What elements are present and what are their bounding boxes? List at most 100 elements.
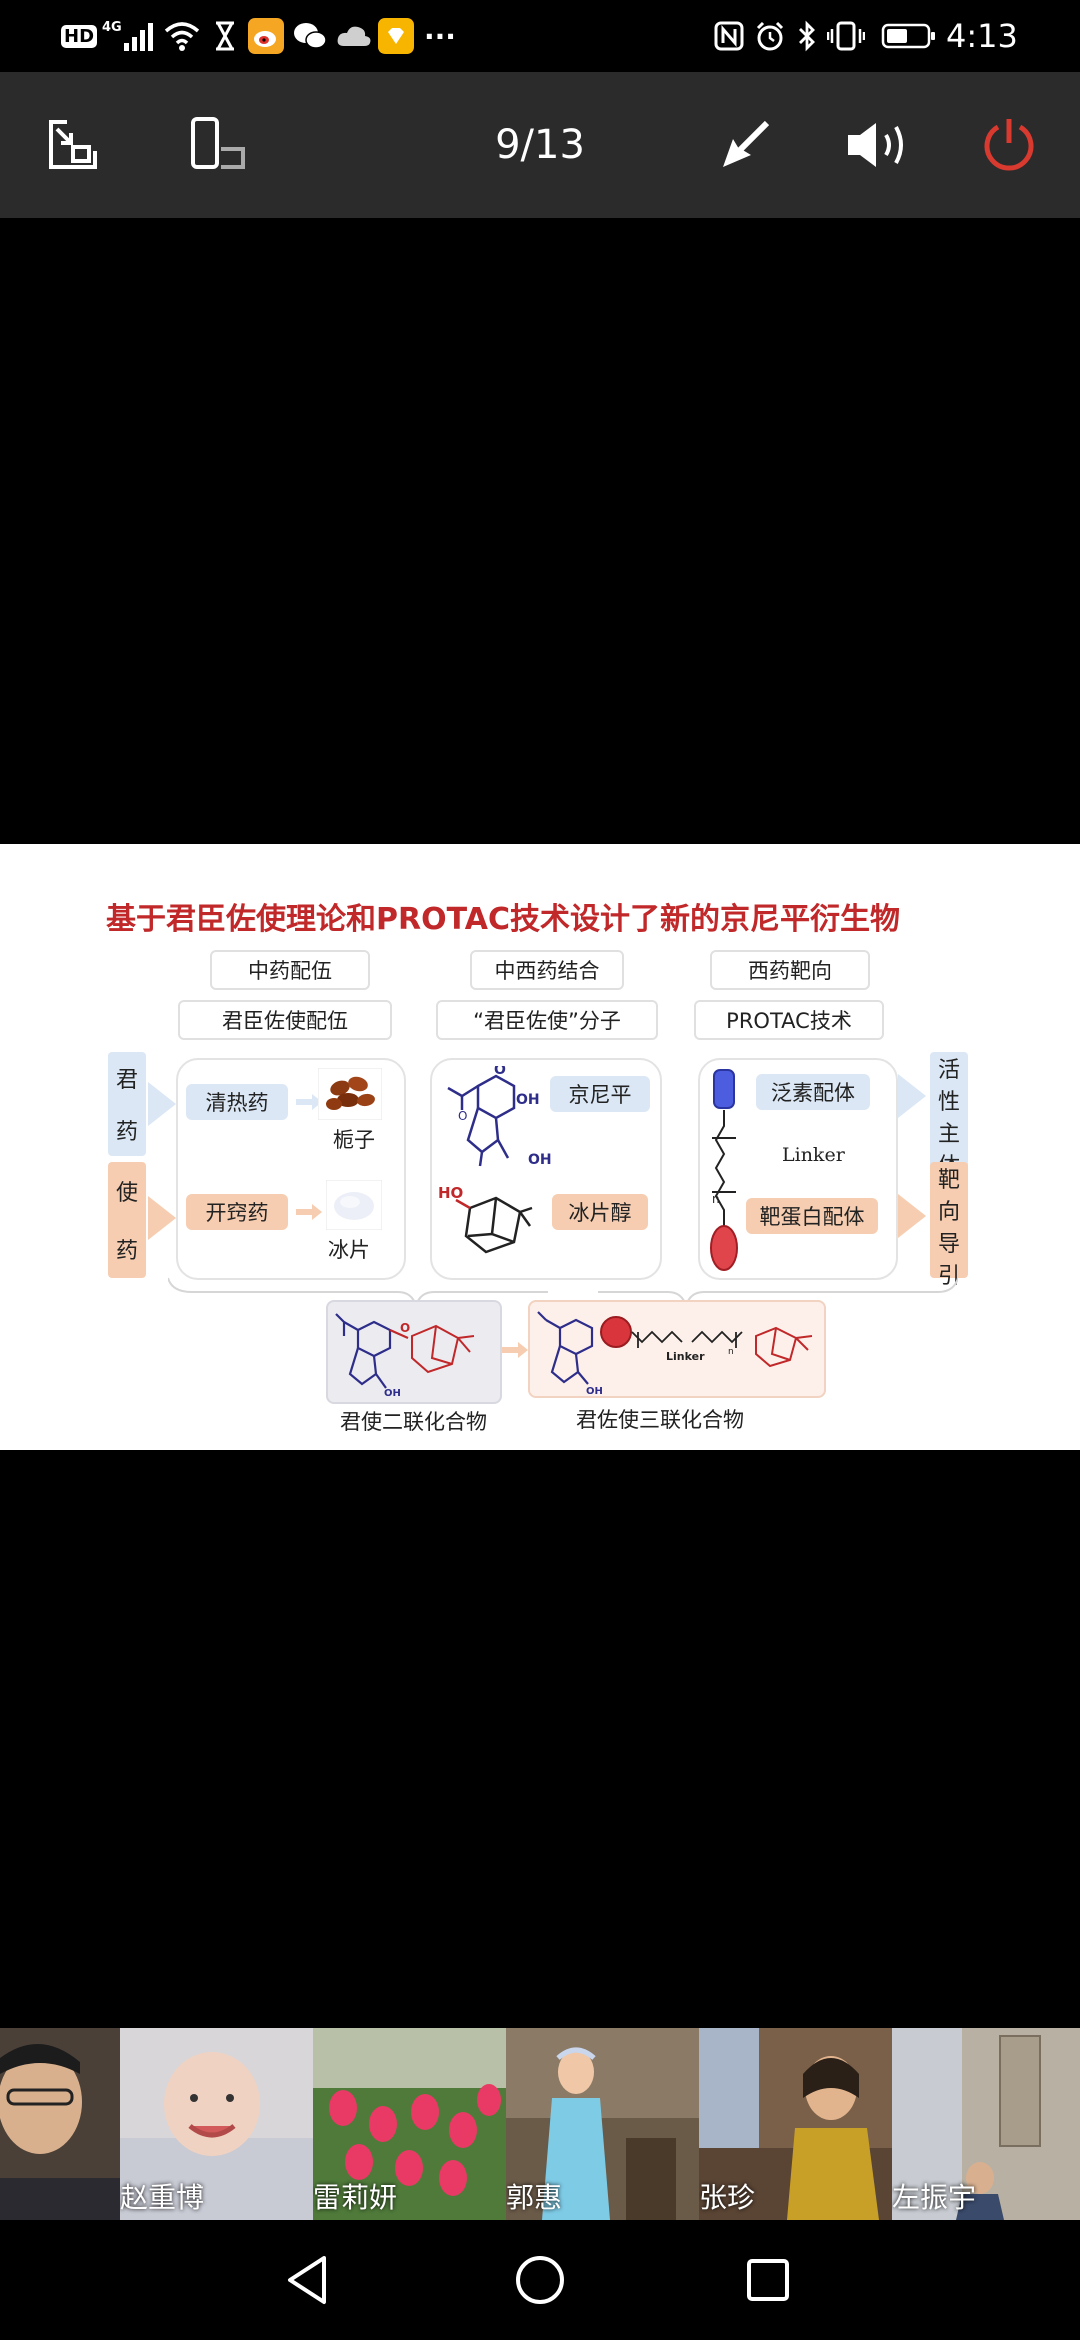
participant-name: 雷莉妍 (313, 2181, 398, 2214)
recents-button[interactable] (730, 2242, 806, 2318)
rotate-screen-button[interactable] (172, 100, 262, 190)
row-label-char: 活 (937, 1058, 960, 1083)
column-header-tcm: 中药配伍 (210, 950, 370, 990)
participant-video (120, 2028, 313, 2220)
participant-tile[interactable]: 郭惠 (506, 2028, 699, 2220)
triple-compound-caption: 君佐使三联化合物 (576, 1408, 744, 1432)
hydroxyl-label: OH (586, 1386, 603, 1396)
repeat-n-label: n (712, 1192, 720, 1206)
protac-linker-diagram (710, 1069, 738, 1271)
arrow-right-icon (148, 1196, 176, 1240)
row-label-char: 药 (115, 1120, 138, 1145)
dual-compound-caption: 君使二联化合物 (340, 1410, 487, 1434)
hourglass-icon (210, 18, 240, 54)
slide-title: 基于君臣佐使理论和PROTAC技术设计了新的京尼平衍生物 (106, 902, 900, 937)
participant-video (699, 2028, 892, 2220)
wifi-icon (162, 18, 202, 54)
arrow-right-icon (898, 1074, 926, 1118)
hydroxyl-label: OH (528, 1152, 552, 1168)
arrow-right-icon (148, 1082, 176, 1126)
participant-tile[interactable]: 张珍 (699, 2028, 892, 2220)
4g-signal-icon: 4G (102, 18, 154, 54)
repeat-n-label: n (728, 1347, 734, 1357)
small-arrow-icon (502, 1342, 528, 1358)
hd-label: HD (61, 24, 98, 48)
row-label-char: 引 (937, 1264, 960, 1289)
battery-icon (880, 18, 938, 54)
dual-compound-structure-diagram: O OH (335, 1313, 475, 1399)
row-label-targeting: 靶 向 导 引 (930, 1162, 968, 1289)
hydroxyl-label: HO (438, 1184, 464, 1202)
row-label-active-body: 活 性 主 体 (930, 1052, 968, 1179)
small-arrow-icon (296, 1204, 322, 1220)
bluetooth-icon (794, 18, 820, 54)
gardenia-fruit-image (318, 1068, 382, 1120)
home-circle-icon (516, 2256, 564, 2304)
pointer-arrow-icon (723, 120, 770, 167)
more-dots: ··· (424, 19, 456, 53)
row-label-char: 靶 (937, 1168, 960, 1193)
back-triangle-icon (288, 2256, 326, 2304)
recents-square-icon (747, 2259, 789, 2301)
column-subheader-western: PROTAC技术 (694, 1000, 884, 1040)
arrow-right-icon (898, 1194, 926, 1238)
linker-label: Linker (782, 1144, 845, 1166)
column-header-western: 西药靶向 (710, 950, 870, 990)
alarm-icon (752, 18, 788, 54)
rotate-screen-icon (191, 117, 245, 169)
vibrate-icon (826, 18, 866, 54)
pill-ubiquitin-ligand: 泛素配体 (756, 1074, 870, 1110)
exit-fullscreen-icon (49, 120, 97, 169)
weibo-icon (248, 18, 284, 54)
exit-fullscreen-button[interactable] (28, 100, 118, 190)
row-label-char: 向 (937, 1200, 960, 1225)
hd-icon: HD (61, 18, 98, 54)
participant-name: 左振宇 (892, 2181, 977, 2214)
participant-tile[interactable]: 雷莉妍 (313, 2028, 506, 2220)
page-counter: 9/13 (495, 122, 585, 168)
participant-tile[interactable] (0, 2028, 120, 2220)
time-text: 4:13 (946, 17, 1018, 55)
row-label-char: 导 (937, 1232, 960, 1257)
participant-tile[interactable]: 左振宇 (892, 2028, 1080, 2220)
borneol-label: 冰片 (328, 1238, 370, 1262)
pill-target-protein-ligand: 靶蛋白配体 (746, 1198, 878, 1234)
column-header-combined: 中西药结合 (470, 950, 624, 990)
annotate-button[interactable] (700, 100, 790, 190)
cloud-icon (336, 18, 372, 54)
dual-compound-box: O OH (326, 1300, 502, 1404)
participant-name: 张珍 (699, 2181, 756, 2214)
participant-video (313, 2028, 506, 2220)
participants-strip: 赵重博 雷莉妍 郭惠 (0, 2028, 1080, 2220)
wechat-icon (292, 18, 328, 54)
row-label-char: 使 (115, 1181, 138, 1206)
borneol-image (326, 1180, 382, 1230)
status-bar: HD 4G ··· (0, 0, 1080, 72)
volume-button[interactable] (832, 100, 922, 190)
participant-video (892, 2028, 1080, 2220)
system-nav-bar (0, 2220, 1080, 2340)
shared-slide: 基于君臣佐使理论和PROTAC技术设计了新的京尼平衍生物 中药配伍 中西药结合 … (0, 844, 1080, 1450)
participant-video (0, 2028, 120, 2220)
row-label-char: 君 (115, 1068, 138, 1093)
svg-text:4G: 4G (102, 20, 122, 35)
participant-tile[interactable]: 赵重博 (120, 2028, 313, 2220)
more-dots-icon: ··· (422, 18, 458, 54)
borneol-structure-diagram (455, 1196, 533, 1254)
participant-name: 赵重博 (120, 2181, 205, 2214)
triple-compound-structure-diagram: OH Linker n (537, 1311, 813, 1397)
nfc-icon (712, 18, 746, 54)
power-icon (984, 119, 1034, 171)
participant-name: 郭惠 (506, 2181, 563, 2214)
app-badge-icon (378, 18, 414, 54)
hydroxyl-label: OH (516, 1092, 540, 1108)
back-button[interactable] (270, 2242, 346, 2318)
volume-icon (848, 123, 903, 167)
row-label-monarch: 君 药 (108, 1052, 146, 1156)
column-subheader-tcm: 君臣佐使配伍 (178, 1000, 392, 1040)
home-button[interactable] (502, 2242, 578, 2318)
end-power-button[interactable] (964, 100, 1054, 190)
pill-borneol-alcohol: 冰片醇 (552, 1194, 648, 1230)
row-label-char: 药 (115, 1239, 138, 1264)
pill-heat-clearing: 清热药 (186, 1084, 288, 1120)
